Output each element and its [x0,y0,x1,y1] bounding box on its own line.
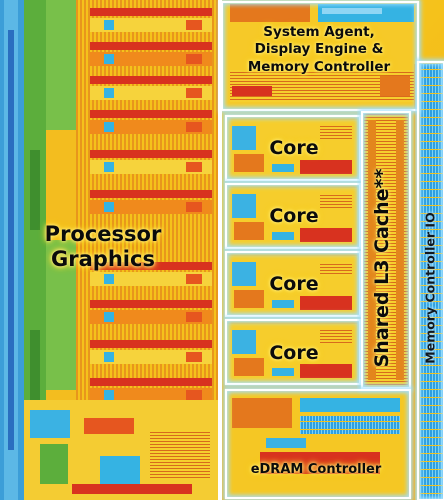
edram-controller-region [226,392,408,496]
eu-block [90,52,212,66]
eu-block [186,162,202,172]
processor-graphics-label-line: Processor [44,222,162,246]
eu-row [90,340,212,348]
region-outline [416,60,444,500]
edram-controller-label: eDRAM Controller [250,462,382,477]
eu-block [186,312,202,322]
eu-block [186,202,202,212]
eu-block [186,352,202,362]
core-label-1: Core [269,137,319,159]
processor-graphics-label-line: Graphics [51,246,155,271]
eu-row [90,8,212,16]
processor-graphics-label: Processor Graphics [38,222,168,272]
eu-row [90,300,212,308]
eu-row [90,262,212,270]
eu-block [90,120,212,134]
eu-cache-block [104,352,114,362]
eu-row [90,378,212,386]
shared-l3-cache-label: Shared L3 Cache** [371,168,393,368]
eu-cache-block [104,312,114,322]
region-outline [224,388,412,500]
eu-row [90,42,212,50]
core-region [226,324,358,384]
eu-block [90,18,212,32]
processor-graphics-region [0,0,220,500]
eu-cache-block [104,88,114,98]
core-region [226,256,358,316]
system-agent-label-line: Memory Controller [247,58,391,75]
eu-block [90,310,212,324]
eu-block [90,272,212,286]
eu-cache-block [104,20,114,30]
eu-cache-block [104,54,114,64]
l3-cache-region [364,114,408,386]
eu-cache-block [104,202,114,212]
core-region [226,120,358,180]
eu-block [90,160,212,174]
system-agent-region [222,0,420,108]
eu-row [90,110,212,118]
eu-block [90,86,212,100]
eu-row [90,76,212,84]
memory-controller-io-label: Memory Controller IO [422,212,438,364]
eu-block [186,122,202,132]
eu-block [186,274,202,284]
eu-row [90,190,212,198]
eu-cache-block [104,122,114,132]
eu-block [186,390,202,400]
region-divider [218,0,222,500]
eu-cache-block [104,162,114,172]
system-agent-label-line: Display Engine & [254,41,384,58]
eu-row [90,150,212,158]
eu-cache-block [104,274,114,284]
eu-block [90,388,212,402]
core-label-3: Core [269,273,319,295]
system-agent-label-line: System Agent, [263,24,375,40]
system-agent-label: System Agent, Display Engine & Memory Co… [226,24,412,76]
eu-block [90,350,212,364]
eu-block [90,200,212,214]
eu-block [186,88,202,98]
eu-cache-block [104,390,114,400]
eu-block [186,20,202,30]
core-label-2: Core [269,205,319,227]
region-outlines [218,0,444,500]
core-region [226,188,358,248]
core-label-4: Core [269,342,319,364]
eu-block [186,54,202,64]
